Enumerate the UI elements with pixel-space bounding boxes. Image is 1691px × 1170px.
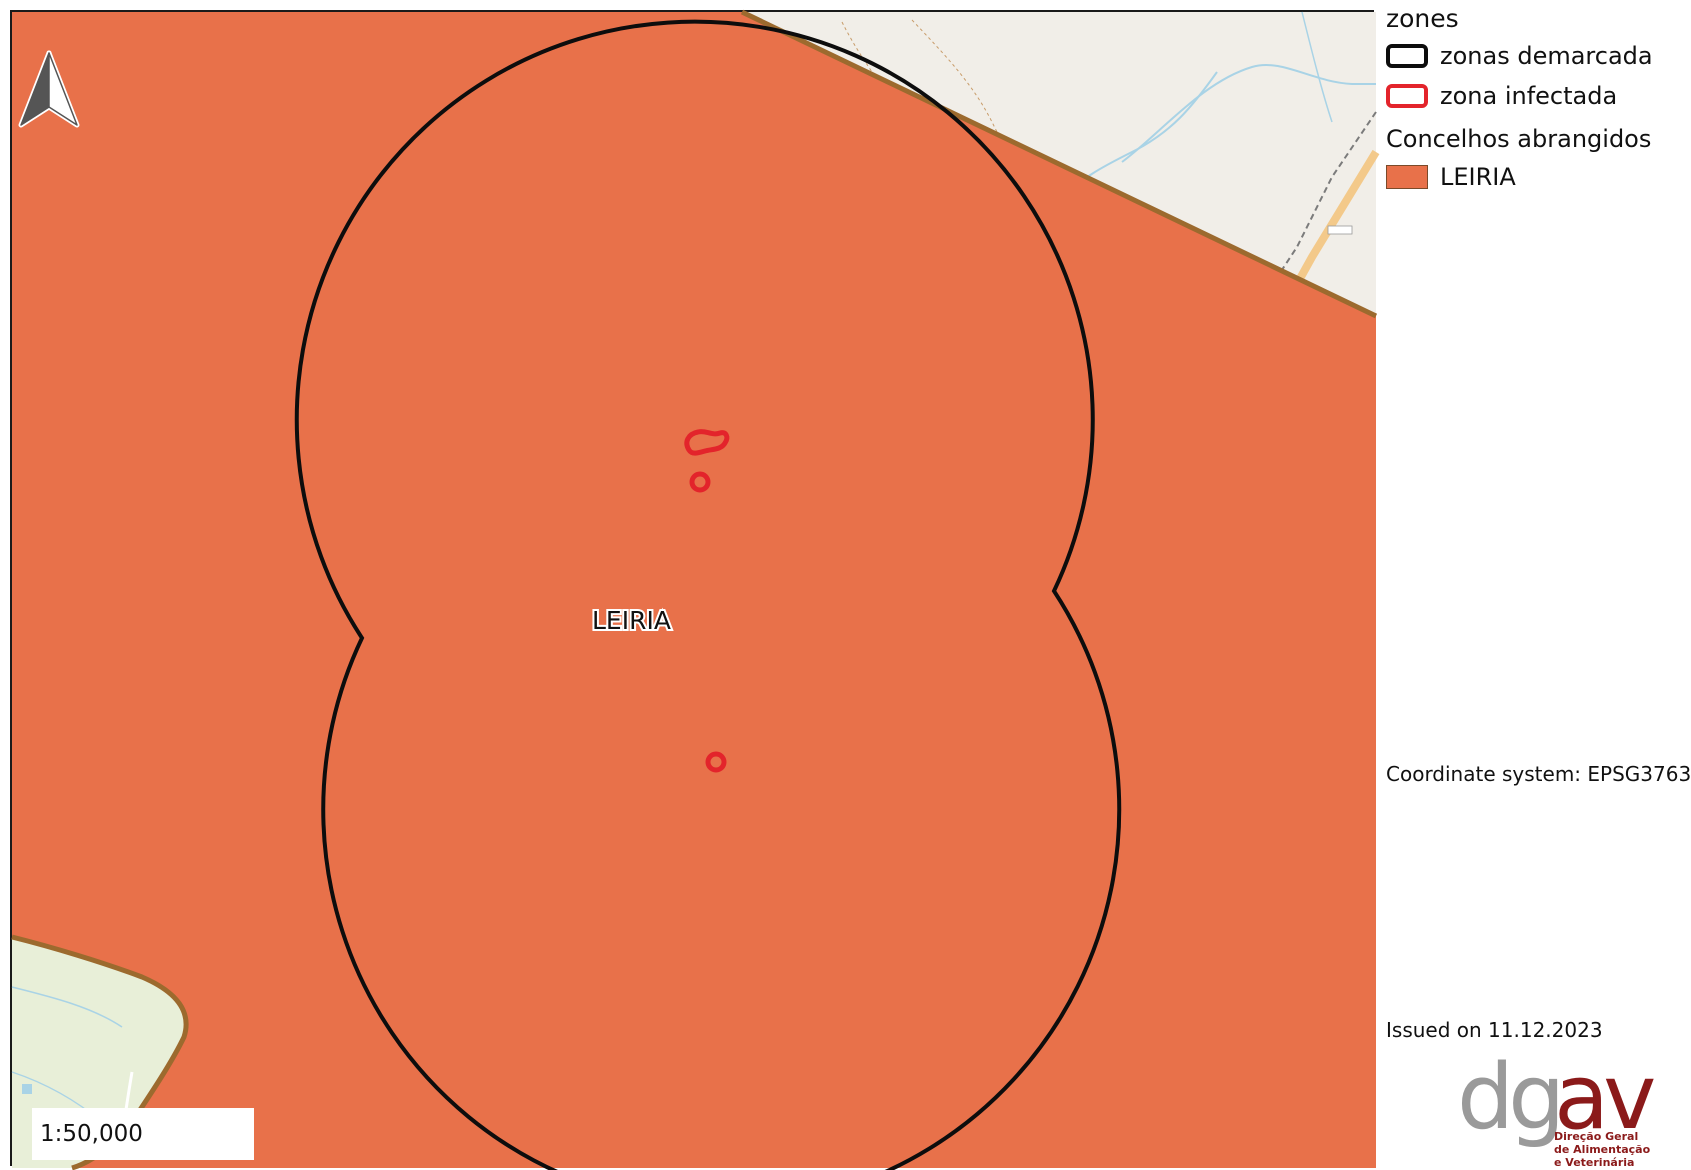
- svg-text:av: av: [1554, 1045, 1654, 1150]
- municipality-leiria[interactable]: [12, 12, 1376, 1168]
- legend-item-label: LEIRIA: [1440, 163, 1516, 191]
- infected-zones[interactable]: [684, 429, 730, 773]
- infected-zone-3[interactable]: [705, 751, 727, 773]
- demarcated-zone-outline[interactable]: [294, 19, 1122, 1170]
- svg-text:Direção Geral: Direção Geral: [1554, 1130, 1638, 1143]
- demarcated-zone-swatch: [1386, 44, 1428, 68]
- infected-zone-swatch: [1386, 84, 1428, 108]
- dgav-logo: dg av Direção Geral de Alimentação e Vet…: [1452, 1044, 1674, 1169]
- scale-text: 1:50,000: [40, 1121, 143, 1147]
- place-label: LEIRIA: [592, 606, 671, 635]
- legend-municipalities-title: Concelhos abrangidos: [1386, 125, 1652, 153]
- legend-item-infected-zone: zona infectada: [1386, 81, 1617, 111]
- legend-item-label: zonas demarcada: [1440, 42, 1653, 70]
- issued-date: Issued on 11.12.2023: [1386, 1018, 1603, 1042]
- map-frame[interactable]: LEIRIA 1:50,000: [10, 9, 1380, 1170]
- svg-text:dg: dg: [1457, 1045, 1559, 1150]
- legend-item-demarcated-zone: zonas demarcada: [1386, 41, 1653, 71]
- map-canvas[interactable]: LEIRIA: [11, 9, 1380, 1170]
- infected-zone-1[interactable]: [684, 429, 730, 456]
- coordinate-system: Coordinate system: EPSG3763: [1386, 762, 1691, 786]
- infected-zone-2[interactable]: [689, 471, 711, 493]
- legend-item-municipality-leiria: LEIRIA: [1386, 162, 1516, 192]
- municipality-swatch: [1386, 165, 1428, 189]
- dgav-logo-graphic: dg av Direção Geral de Alimentação e Vet…: [1457, 1045, 1660, 1169]
- scale-box: 1:50,000: [32, 1108, 254, 1160]
- svg-text:e Veterinária: e Veterinária: [1554, 1156, 1634, 1169]
- svg-text:de Alimentação: de Alimentação: [1554, 1143, 1651, 1156]
- legend-item-label: zona infectada: [1440, 82, 1618, 110]
- legend-zones-title: zones: [1386, 4, 1459, 33]
- north-arrow-icon: [18, 50, 80, 128]
